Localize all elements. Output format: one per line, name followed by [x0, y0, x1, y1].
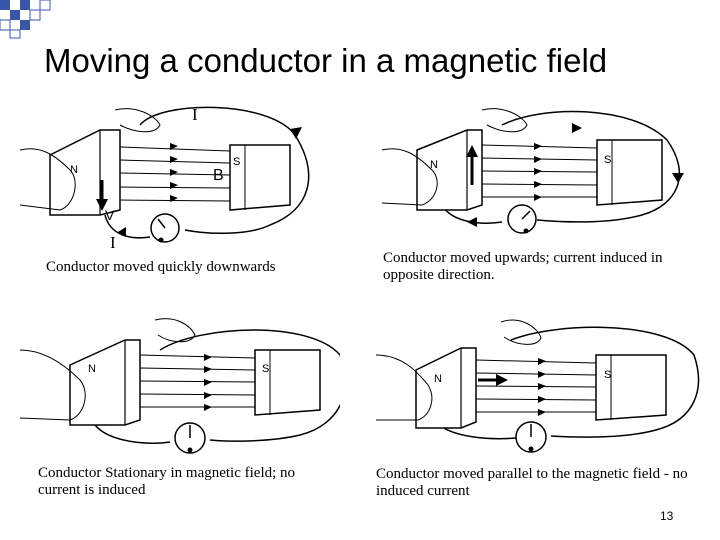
hand-sketch — [481, 108, 528, 133]
hand-sketch — [20, 148, 76, 211]
south-pole-label: S — [604, 369, 611, 381]
south-magnet — [596, 139, 663, 206]
diagram-conductor-parallel: N S — [376, 319, 700, 453]
current-arrow — [467, 217, 477, 227]
north-magnet — [49, 129, 121, 216]
hand-sketch — [154, 318, 196, 343]
current-label-top: I — [192, 105, 198, 124]
diagram-conductor-upwards: N S — [381, 108, 684, 234]
current-arrow — [572, 123, 582, 133]
caption-panel-3: Conductor Stationary in magnetic field; … — [38, 465, 296, 498]
north-pole-label: N — [88, 363, 96, 375]
field-lines — [139, 354, 256, 408]
circuit-wire — [94, 424, 171, 444]
circuit-wire — [510, 326, 700, 438]
slide-title: Moving a conductor in a magnetic field — [44, 42, 608, 79]
south-magnet — [229, 144, 291, 211]
caption-panel-2: Conductor moved upwards; current induced… — [383, 250, 663, 283]
hand-sketch — [500, 319, 542, 345]
hand-sketch — [114, 108, 161, 133]
current-arrow — [672, 173, 684, 183]
field-lines — [475, 359, 597, 413]
circuit-wire — [159, 329, 340, 442]
north-pole-label: N — [70, 164, 78, 176]
field-label: B — [213, 167, 224, 184]
current-label-bottom: I — [110, 233, 116, 252]
circuit-wire — [104, 214, 151, 239]
caption-panel-1: Conductor moved quickly downwards — [46, 259, 276, 275]
hand-sketch — [20, 349, 86, 421]
north-pole-label: N — [434, 373, 442, 385]
page-number: 13 — [660, 509, 674, 523]
caption-panel-4: Conductor moved parallel to the magnetic… — [376, 466, 688, 499]
diagram-conductor-downwards: N S I B V I — [20, 105, 310, 252]
diagram-conductor-stationary: N S — [20, 318, 340, 454]
hand-sketch — [381, 148, 438, 206]
hand-sketch — [376, 354, 433, 421]
field-lines — [119, 146, 231, 202]
current-arrow — [118, 227, 126, 237]
south-pole-label: S — [262, 363, 269, 375]
velocity-label: V — [105, 207, 115, 223]
south-magnet — [595, 354, 667, 421]
south-pole-label: S — [233, 156, 240, 168]
circuit-wire — [139, 106, 310, 235]
south-pole-label: S — [604, 154, 611, 166]
north-pole-label: N — [430, 159, 438, 171]
south-magnet — [254, 349, 321, 416]
current-arrow — [290, 127, 302, 139]
decorative-checker-pattern — [0, 0, 51, 39]
